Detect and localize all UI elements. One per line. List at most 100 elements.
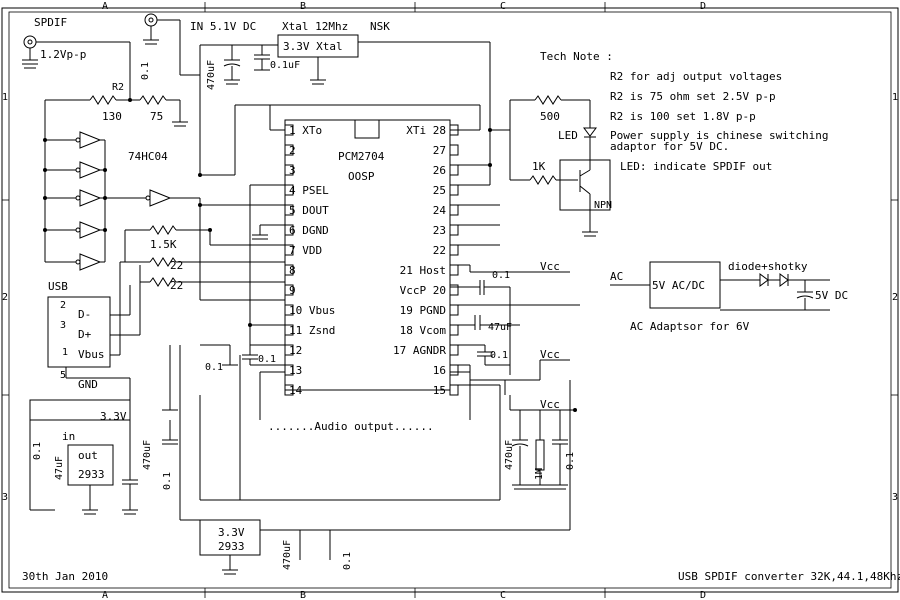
chip-pin-label-left: 2 bbox=[289, 144, 296, 157]
chip-right-wiring: Vcc Vcc Vcc 0.1 47uF 0.1 bbox=[199, 99, 580, 501]
chip-pin-box-right bbox=[449, 264, 459, 276]
r75-label: 75 bbox=[150, 110, 163, 123]
acdc-label: 5V AC/DC bbox=[652, 279, 705, 292]
usb-pin2: 2 bbox=[60, 300, 66, 311]
row-label-2-left: 2 bbox=[2, 292, 8, 303]
row-label-1-right: 1 bbox=[892, 92, 898, 103]
usb-vbus-label: Vbus bbox=[78, 348, 105, 361]
chip-pin-label-right: 16 bbox=[433, 364, 446, 377]
chip-pin-box-right bbox=[449, 204, 459, 216]
c470a-label: 470uF bbox=[206, 60, 217, 90]
c01f-label: 0.1 bbox=[162, 472, 173, 490]
reg2-voltage-label: 3.3V bbox=[218, 526, 245, 539]
xtal-freq-label: Xtal 12Mhz bbox=[282, 20, 348, 33]
row-label-3-left: 3 bbox=[2, 492, 8, 503]
chip-pin-label-right: XTi 28 bbox=[406, 124, 446, 137]
c01b-label: 0.1uF bbox=[270, 60, 300, 71]
chip-name-label: PCM2704 bbox=[338, 150, 385, 163]
date-label: 30th Jan 2010 bbox=[22, 570, 108, 583]
usb-dp-label: D+ bbox=[78, 328, 92, 341]
chip-pin-label-left: 7 VDD bbox=[289, 244, 322, 257]
chip-pin-label-right: 19 PGND bbox=[400, 304, 446, 317]
vcc3-label: Vcc bbox=[540, 398, 560, 411]
vpp-label: 1.2Vp-p bbox=[40, 48, 86, 61]
adaptor-label: AC Adaptsor for 6V bbox=[630, 320, 750, 333]
c470b-label: 470uF bbox=[142, 440, 153, 470]
chip-pin-box-right bbox=[449, 164, 459, 176]
chip-pin-label-left: 9 bbox=[289, 284, 296, 297]
v5dc-label: 5V DC bbox=[815, 289, 848, 302]
usb-label: USB bbox=[48, 280, 68, 293]
col-label-d-bottom: D bbox=[700, 590, 706, 600]
chip-pin-box-left bbox=[284, 224, 294, 236]
chip-pin-label-right: 21 Host bbox=[400, 264, 446, 277]
chip-pin-label-left: 4 PSEL bbox=[289, 184, 329, 197]
row-label-2-right: 2 bbox=[892, 292, 898, 303]
chip-pin-label-right: 22 bbox=[433, 244, 446, 257]
diode-label: diode+shotky bbox=[728, 260, 808, 273]
r15k-label: 1.5K bbox=[150, 238, 177, 251]
reg-33v-label: 3.3V bbox=[100, 410, 127, 423]
tech-note-line2: R2 is 75 ohm set 2.5V p-p bbox=[610, 90, 776, 103]
chip-pin-label-right: 17 AGNDR bbox=[393, 344, 446, 357]
chip-pin-box-left bbox=[284, 184, 294, 196]
chip-pin-box-right bbox=[449, 284, 459, 296]
c470d-label: 470uF bbox=[504, 440, 515, 470]
chip-pin-label-left: 1 XTo bbox=[289, 124, 322, 137]
chip-pin-box-left bbox=[284, 204, 294, 216]
chip-pin-box-left bbox=[284, 264, 294, 276]
r22a-label: 22 bbox=[170, 259, 183, 272]
reg-2933-label: 2933 bbox=[78, 468, 105, 481]
chip-pin-box-left bbox=[284, 384, 294, 396]
chip-pin-label-left: 8 bbox=[289, 264, 296, 277]
chip-pin-label-right: VccP 20 bbox=[400, 284, 446, 297]
chip-pin-label-right: 18 Vcom bbox=[400, 324, 447, 337]
usb-pin1: 1 bbox=[62, 347, 68, 358]
power-input-connector: IN 5.1V DC Xtal 12Mhz NSK bbox=[143, 13, 390, 76]
nsk-label: NSK bbox=[370, 20, 390, 33]
chip-pin-label-right: 25 bbox=[433, 184, 446, 197]
chip-pin-box-left bbox=[284, 324, 294, 336]
vcc1-label: Vcc bbox=[540, 260, 560, 273]
r2-label: R2 bbox=[112, 82, 124, 93]
usb-connector: USB 2 D- 3 D+ 1 Vbus 5 GND bbox=[47, 262, 141, 400]
ps-note-line1: Power supply is chinese switching bbox=[610, 129, 829, 142]
chip-pin-box-left bbox=[284, 304, 294, 316]
chip-pin-label-right: 23 bbox=[433, 224, 446, 237]
usb-pin3: 3 bbox=[60, 320, 66, 331]
chip-pin-label-left: 10 Vbus bbox=[289, 304, 335, 317]
c01e-label: 0.1 bbox=[32, 442, 43, 460]
chip-pin-box-left bbox=[284, 244, 294, 256]
r500-label: 500 bbox=[540, 110, 560, 123]
chip-pin-label-left: 13 bbox=[289, 364, 302, 377]
chip-left-wiring: 0.1 0.1 bbox=[190, 45, 481, 373]
chip-pin-label-right: 27 bbox=[433, 144, 446, 157]
tech-note-line3: R2 is 100 set 1.8V p-p bbox=[610, 110, 756, 123]
c01c-label: 0.1 bbox=[258, 354, 276, 365]
chip-package-label: OOSP bbox=[348, 170, 375, 183]
chip-pin-box-left bbox=[284, 344, 294, 356]
chip-pin-label-left: 3 bbox=[289, 164, 296, 177]
col-label-b-bottom: B bbox=[300, 590, 306, 600]
col-label-c-bottom: C bbox=[500, 590, 506, 600]
c47uf-label: 47uF bbox=[54, 456, 65, 480]
ic-74hc04-label: 74HC04 bbox=[128, 150, 168, 163]
r1m-label: 1M bbox=[534, 468, 545, 480]
usb-pin5: 5 bbox=[60, 370, 66, 381]
col-label-b-top: B bbox=[300, 1, 306, 12]
chip-pin-label-right: 24 bbox=[433, 204, 447, 217]
chip-pin-label-left: 6 DGND bbox=[289, 224, 329, 237]
r22b-label: 22 bbox=[170, 279, 183, 292]
col-label-c-top: C bbox=[500, 1, 506, 12]
usb-gnd-label: GND bbox=[78, 378, 98, 391]
crystal-oscillator: 3.3V Xtal 470uF 0.1uF bbox=[200, 34, 491, 130]
row-label-1-left: 1 bbox=[2, 92, 8, 103]
c47ufb-label: 47uF bbox=[488, 322, 512, 333]
chip-pin-box-right bbox=[449, 344, 459, 356]
led-label: LED bbox=[558, 129, 578, 142]
